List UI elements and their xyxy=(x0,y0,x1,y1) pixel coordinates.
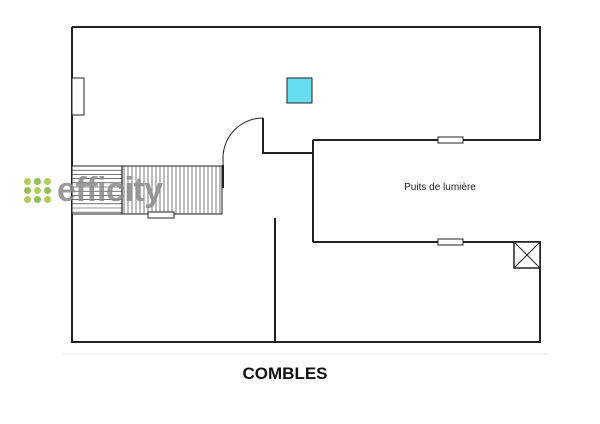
shaft-box xyxy=(513,241,541,269)
logo-text: efficity xyxy=(57,171,163,209)
room-label-puits: Puits de lumière xyxy=(404,182,476,193)
logo-dots-icon xyxy=(24,177,52,203)
window-upper-right xyxy=(437,136,464,144)
floor-caption: COMBLES xyxy=(242,364,328,383)
outer-walls xyxy=(71,26,541,343)
efficity-logo: efficity xyxy=(24,173,163,207)
door-swing-arc xyxy=(222,117,264,165)
skylight xyxy=(286,77,313,104)
window-left-wall xyxy=(71,77,85,116)
radiator-stair xyxy=(147,211,175,219)
staircase xyxy=(71,165,223,215)
window-lower-right xyxy=(437,238,464,246)
interior-walls xyxy=(222,118,314,342)
